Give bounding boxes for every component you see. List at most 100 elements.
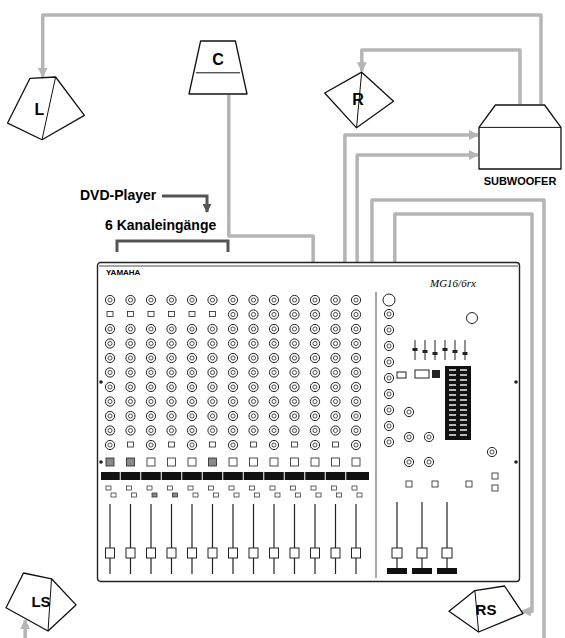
drawing-part	[351, 324, 360, 333]
drawing-part	[296, 493, 301, 497]
drawing-part	[333, 327, 337, 331]
drawing-part	[331, 411, 340, 420]
drawing-part	[210, 312, 216, 317]
drawing-part	[126, 548, 135, 558]
drawing-part	[222, 472, 223, 480]
drawing-part	[98, 263, 520, 582]
drawing-part	[128, 327, 132, 331]
connector	[25, 200, 544, 638]
drawing-part	[187, 368, 196, 377]
drawing-part	[333, 298, 337, 302]
drawing-part	[310, 295, 319, 304]
drawing-part	[147, 458, 155, 466]
drawing-part	[351, 310, 360, 319]
drawing-part	[352, 548, 361, 558]
drawing-part	[387, 312, 391, 316]
mixer-panel	[97, 262, 520, 582]
drawing-part	[188, 458, 196, 466]
drawing-part	[310, 353, 319, 362]
drawing-part	[387, 328, 391, 332]
drawing-part	[269, 368, 278, 377]
drawing-part	[251, 298, 255, 302]
drawing-part	[231, 370, 235, 374]
drawing-part	[449, 384, 456, 385]
drawing-part	[272, 443, 276, 447]
drawing-part	[120, 472, 121, 480]
drawing-part	[383, 294, 395, 306]
drawing-part	[304, 472, 305, 480]
model-name: MG16/6rx	[430, 277, 476, 289]
drawing-part	[167, 339, 176, 348]
drawing-part	[449, 399, 456, 400]
drawing-part	[354, 414, 358, 418]
drawing-part	[387, 360, 391, 364]
drawing-part	[228, 310, 237, 319]
drawing-part	[149, 399, 153, 403]
drawing-part	[169, 385, 173, 389]
drawing-part	[140, 472, 141, 480]
drawing-part	[384, 389, 393, 398]
drawing-part	[351, 353, 360, 362]
drawing-part	[449, 389, 456, 390]
speaker-label: R	[352, 91, 364, 109]
drawing-part	[290, 368, 299, 377]
drawing-part	[231, 312, 235, 316]
drawing-part	[208, 426, 217, 435]
drawing-part	[351, 339, 360, 348]
drawing-part	[292, 385, 296, 389]
input-label: 6 Kanaleingänge	[105, 218, 216, 233]
drawing-part	[190, 327, 194, 331]
drawing-part	[187, 324, 196, 333]
drawing-part	[310, 382, 319, 391]
drawing-part	[251, 385, 255, 389]
drawing-part	[146, 353, 155, 362]
drawing-part	[290, 548, 299, 558]
drawing-part	[387, 424, 391, 428]
drawing-part	[232, 504, 233, 574]
drawing-part	[126, 382, 135, 391]
drawing-part	[208, 382, 217, 391]
drawing-part	[357, 493, 362, 497]
drawing-part	[8, 77, 85, 140]
drawing-part	[333, 399, 337, 403]
drawing-part	[316, 493, 321, 497]
drawing-part	[126, 295, 135, 304]
drawing-part	[387, 440, 391, 444]
drawing-part	[210, 399, 214, 403]
drawing-part	[269, 411, 278, 420]
drawing-part	[270, 486, 275, 490]
drawing-part	[331, 426, 340, 435]
drawing-part	[105, 368, 114, 377]
drawing-part	[460, 379, 467, 380]
drawing-part	[290, 397, 299, 406]
speaker-label: C	[212, 51, 224, 69]
drawing-part	[292, 399, 296, 403]
drawing-part	[193, 493, 198, 497]
drawing-part	[209, 486, 214, 490]
drawing-part	[101, 472, 369, 480]
drawing-part	[229, 548, 238, 558]
drawing-part	[392, 548, 402, 558]
source-label: DVD-Player	[80, 188, 156, 203]
drawing-part	[187, 440, 196, 449]
drawing-part	[310, 426, 319, 435]
drawing-part	[313, 327, 317, 331]
drawing-part	[421, 502, 422, 574]
drawing-part	[432, 370, 440, 378]
drawing-part	[210, 428, 214, 432]
drawing-part	[173, 493, 178, 497]
drawing-part	[351, 295, 360, 304]
drawing-part	[467, 313, 478, 324]
drawing-part	[460, 399, 467, 400]
speaker-outline	[5, 76, 87, 142]
drawing-part	[208, 339, 217, 348]
drawing-part	[413, 348, 418, 351]
speaker-left: L	[5, 76, 87, 142]
drawing-part	[249, 397, 258, 406]
speaker-center: C	[188, 40, 248, 95]
drawing-part	[449, 369, 456, 370]
drawing-part	[149, 385, 153, 389]
drawing-part	[351, 440, 360, 449]
drawing-part	[251, 414, 255, 418]
drawing-part	[331, 382, 340, 391]
